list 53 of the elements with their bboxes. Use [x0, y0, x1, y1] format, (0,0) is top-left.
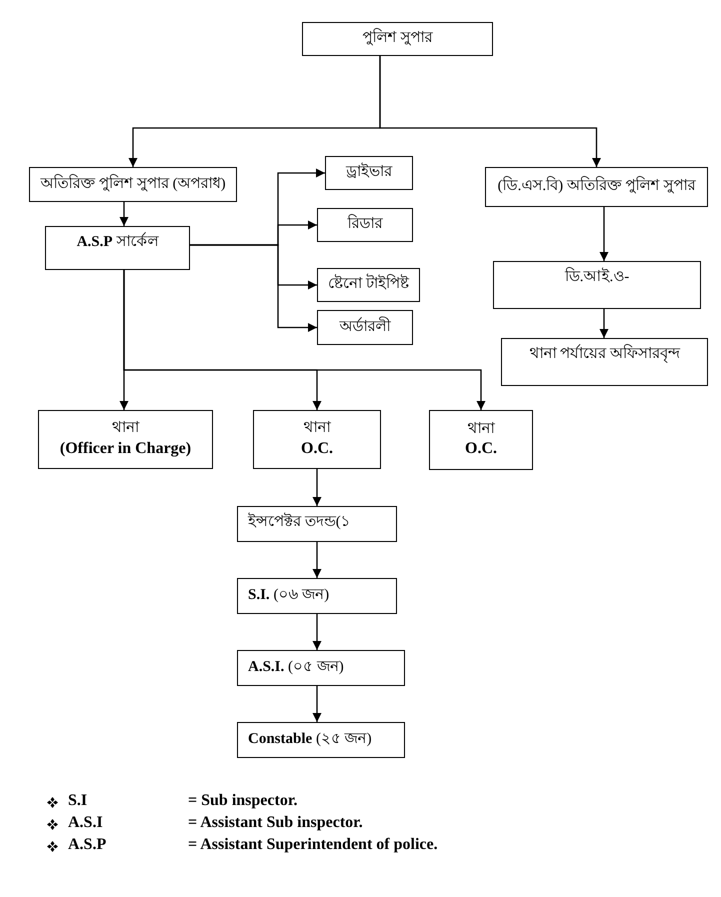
box-label: ইন্সপেক্টর তদন্ড(১	[248, 513, 351, 532]
arrow	[379, 56, 601, 167]
org-box	[485, 167, 708, 207]
org-box	[493, 261, 701, 309]
abbreviation: A.S.P	[68, 836, 106, 854]
arrow	[312, 542, 322, 578]
arrow	[312, 686, 322, 722]
org-box	[253, 410, 381, 469]
org-box	[237, 722, 405, 758]
org-box	[429, 410, 533, 470]
box-label: থানা	[112, 419, 139, 438]
arrow	[600, 309, 608, 338]
org-box	[45, 226, 190, 270]
org-box	[302, 22, 493, 56]
abbreviation: S.I	[68, 792, 88, 810]
arrow	[312, 469, 322, 506]
arrow	[123, 270, 486, 410]
arrow	[312, 614, 322, 650]
arrow	[190, 244, 317, 332]
box-label: পুলিশ সুপার	[362, 29, 432, 48]
box-label: A.S.I. (০৫ জন)	[248, 658, 344, 678]
box-label: থানা পর্যায়ের অফিসারবৃন্দ	[529, 345, 680, 364]
box-label: রিডার	[348, 215, 382, 234]
org-box	[317, 208, 413, 242]
box-label: O.C.	[465, 439, 497, 460]
arrow	[120, 202, 128, 226]
box-label: ষ্টেনো টাইপিষ্ট	[328, 275, 409, 295]
definition: = Assistant Superintendent of police.	[188, 836, 438, 854]
box-label: A.S.P সার্কেল	[76, 233, 158, 252]
box-label: ড্রাইভার	[346, 163, 392, 182]
org-box	[237, 650, 405, 686]
org-box	[29, 167, 237, 202]
box-label: Constable (২৫ জন)	[248, 730, 372, 750]
org-box	[237, 506, 397, 542]
box-label: থানা	[468, 420, 494, 439]
org-box	[501, 338, 708, 386]
definition: = Assistant Sub inspector.	[188, 814, 363, 832]
box-label: অতিরিক্ত পুলিশ সুপার (অপরাধ)	[40, 174, 226, 194]
abbreviation: A.S.I	[68, 814, 103, 832]
org-box	[317, 268, 420, 302]
org-box	[325, 156, 413, 190]
box-label: (ডি.এস.বি) অতিরিক্ত পুলিশ সুপার	[498, 177, 696, 196]
box-label: ডি.আই.ও-	[564, 268, 630, 287]
arrow	[600, 207, 608, 261]
box-label: (Officer in Charge)	[60, 438, 192, 459]
box-label: থানা	[304, 419, 330, 438]
org-box	[317, 310, 413, 345]
box-label: অর্ডারলী	[340, 318, 390, 337]
definition: = Sub inspector.	[188, 792, 298, 810]
org-box	[237, 578, 397, 614]
org-box	[38, 410, 213, 469]
box-label: S.I. (০৬ জন)	[248, 586, 330, 606]
box-label: O.C.	[301, 438, 333, 459]
